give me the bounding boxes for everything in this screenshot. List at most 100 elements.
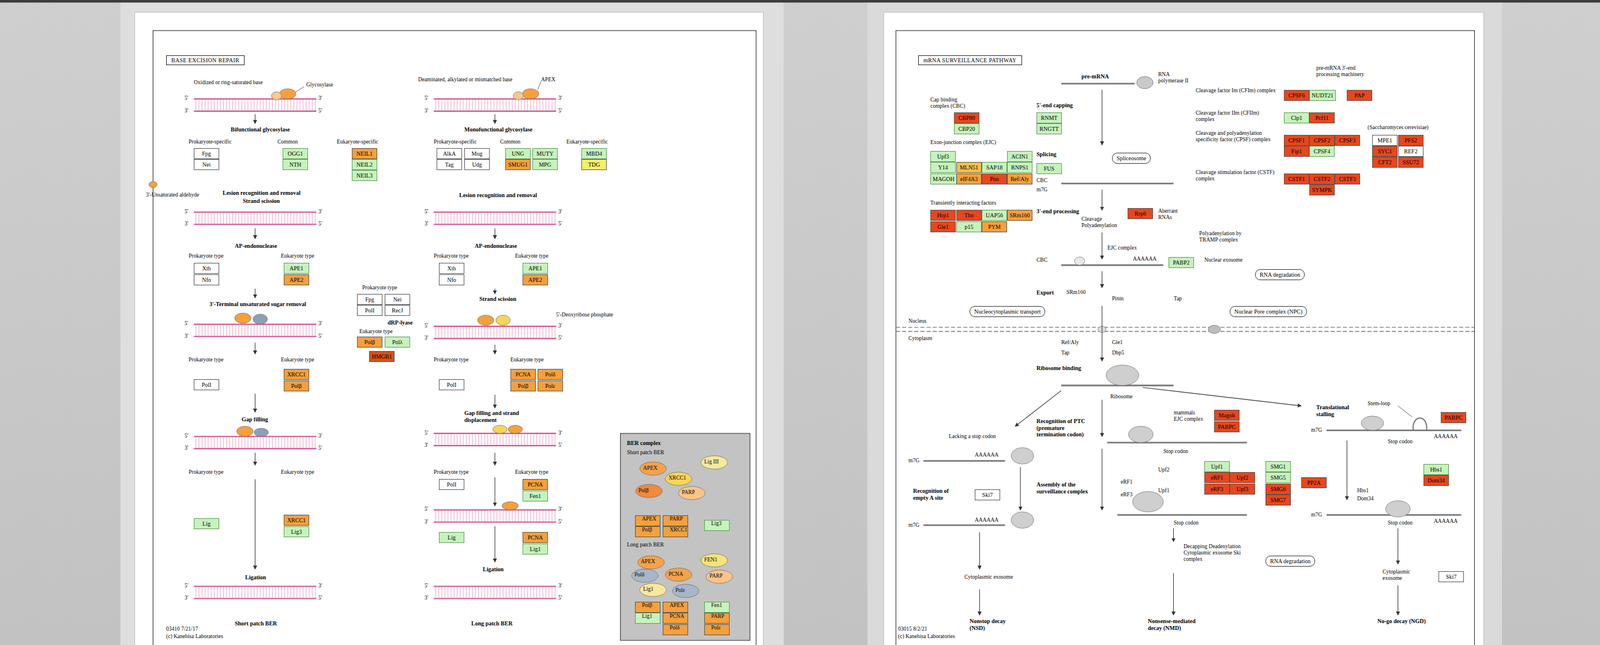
step-label: Strand scission xyxy=(479,295,517,303)
map-card xyxy=(883,12,1484,645)
strand-end: 3' xyxy=(318,208,322,216)
mrna-strand xyxy=(1061,182,1174,185)
dna-rung xyxy=(490,586,491,599)
map-frame xyxy=(895,30,1475,645)
leader-line xyxy=(1398,406,1413,418)
dna-rung xyxy=(223,324,224,337)
node-text: MUTY xyxy=(534,148,556,159)
dna-rung xyxy=(502,586,504,599)
gene-box: CPSF3 xyxy=(1334,134,1361,146)
map-label: Lacking a stop codon xyxy=(948,433,997,441)
dna-rung xyxy=(260,212,261,225)
node-text: Fpg xyxy=(359,294,381,305)
strand-end: 5' xyxy=(558,519,562,526)
step-label: pre-mRNA xyxy=(1081,73,1110,81)
dna-rung xyxy=(244,99,246,112)
step-label: Lesion recognition and removal xyxy=(459,192,537,199)
dna-rung xyxy=(281,436,283,449)
ribosome xyxy=(1385,501,1410,518)
dna-rung xyxy=(520,510,522,523)
node-text: CBP80 xyxy=(956,113,978,123)
dna-rung xyxy=(459,212,461,225)
strand-end: 3' xyxy=(558,208,562,216)
flow-arrow xyxy=(494,228,495,239)
strand-end: 5' xyxy=(424,95,428,102)
dna-rung xyxy=(539,99,540,112)
dna-rung xyxy=(456,433,458,446)
map-label: Eukaryote type xyxy=(515,469,549,476)
dna-rung xyxy=(314,212,316,225)
strand-end: 3' xyxy=(558,583,562,590)
flow-arrow xyxy=(254,288,256,299)
dna-rung xyxy=(269,586,270,599)
map-label: Stop codon xyxy=(1163,448,1189,456)
node-text: SMG1 xyxy=(1267,462,1289,472)
gene-box: Xth xyxy=(193,263,220,274)
dna-rung xyxy=(226,586,227,599)
map-label: FEN1 xyxy=(704,557,718,564)
strand-end: 3' xyxy=(424,442,428,449)
dna-rung xyxy=(545,99,547,112)
map-label: Stem-loop xyxy=(1367,400,1391,408)
gene-box: CFT2 xyxy=(1372,156,1398,168)
dna-strand xyxy=(433,586,557,588)
dna-rung xyxy=(247,324,249,337)
protein-blob xyxy=(639,462,667,476)
flow-arrow xyxy=(254,393,256,413)
strand-end: 3' xyxy=(184,445,189,452)
node-text: Polε xyxy=(711,625,721,632)
map-label: m7G xyxy=(1311,427,1322,434)
dna-rung xyxy=(241,99,243,112)
dna-rung xyxy=(466,433,467,446)
node-text: PolI xyxy=(441,479,463,490)
dna-rung xyxy=(447,212,449,225)
step-label: Monofunctional glycosylase xyxy=(464,126,533,134)
dna-rung xyxy=(256,586,258,599)
dna-rung xyxy=(441,212,443,225)
node-text: SYMPK xyxy=(1311,185,1333,195)
dna-rung xyxy=(499,433,501,446)
gene-box: XRCC1 xyxy=(283,515,310,527)
gene-box: SRm160 xyxy=(1007,209,1033,221)
pathway-link: Spliceosome xyxy=(1112,152,1151,164)
flow-arrow xyxy=(494,526,495,563)
dna-rung xyxy=(450,326,452,339)
gene-box: CSTF3 xyxy=(1334,173,1361,185)
map-label: Nucleus xyxy=(908,318,927,325)
gene-box: Y14 xyxy=(930,162,956,174)
node-text: Nei xyxy=(196,159,217,170)
dna-rung xyxy=(478,510,479,523)
dna-rung xyxy=(499,586,501,599)
dna-rung xyxy=(195,586,197,599)
dna-rung xyxy=(263,586,264,599)
dna-rung xyxy=(435,433,437,446)
dna-rung xyxy=(207,586,209,599)
gene-box: RNPS1 xyxy=(1007,162,1033,174)
dna-rung xyxy=(195,324,197,337)
step-label: 3'-end processing xyxy=(1036,208,1080,216)
map-label: APEX xyxy=(541,76,556,84)
dna-rung xyxy=(515,326,516,339)
map-label: Polβ xyxy=(638,487,649,495)
node-text: Xth xyxy=(196,263,217,274)
dna-rung xyxy=(207,324,209,337)
node-text: MPG xyxy=(534,159,556,170)
step-label: Bifunctional glycosylase xyxy=(230,126,291,134)
gene-box: Polλ xyxy=(384,336,411,348)
map-label: Prokaryote-specific xyxy=(188,139,232,146)
map-label: 03410 7/21/17 xyxy=(166,626,198,633)
gene-box: PFS2 xyxy=(1398,134,1424,146)
strand-end: 5' xyxy=(318,595,322,602)
dna-rung xyxy=(447,433,449,446)
node-text: Xth xyxy=(441,263,463,274)
flow-arrow xyxy=(979,532,980,570)
strand-end: 5' xyxy=(318,445,322,452)
dna-rung xyxy=(542,326,544,339)
gene-box: CPSF2 xyxy=(1309,134,1335,146)
dna-rung xyxy=(211,586,212,599)
node-text: Polλ xyxy=(387,337,408,348)
node-text: mRNA SURVEILLANCE PATHWAY xyxy=(923,57,1017,64)
dna-rung xyxy=(263,436,264,449)
map-label: Glycosylase xyxy=(306,81,333,89)
gene-box: APEX xyxy=(662,602,689,614)
